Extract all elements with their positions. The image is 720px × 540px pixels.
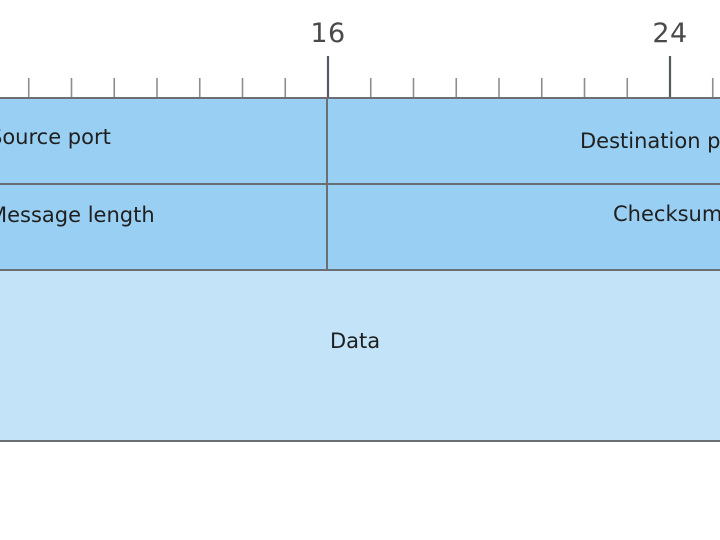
bit-ruler — [27, 56, 714, 98]
length-field: Message length — [0, 183, 330, 271]
source-port-field: Source port — [0, 97, 330, 185]
ruler-ticks — [27, 56, 714, 98]
checksum-field: Checksum — [326, 183, 720, 271]
length-label: Message length — [0, 203, 155, 227]
destination-port-field: Destination port — [326, 97, 720, 185]
data-label: Data — [330, 329, 381, 353]
checksum-label: Checksum — [613, 202, 720, 226]
bit-label-24: 24 — [652, 18, 688, 49]
destination-port-label: Destination port — [580, 129, 720, 153]
source-port-label: Source port — [0, 125, 111, 149]
data-field: Data — [0, 269, 720, 442]
bit-label-16: 16 — [310, 18, 346, 49]
